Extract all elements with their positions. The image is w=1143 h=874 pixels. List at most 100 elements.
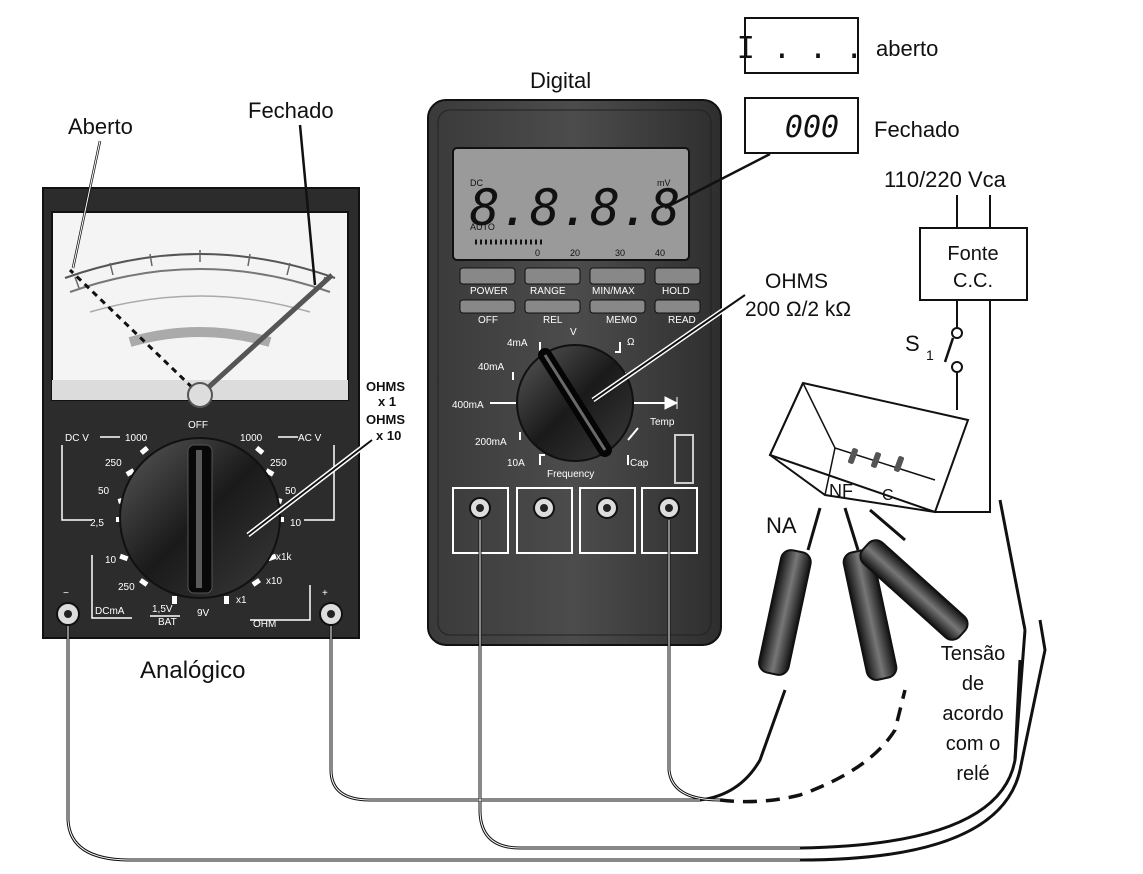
- digital-lcd: [452, 147, 690, 261]
- analog-scale-window: [51, 211, 349, 401]
- button-off[interactable]: [459, 299, 516, 314]
- fonte-cc-box: [919, 227, 1028, 301]
- button-minmax[interactable]: [589, 267, 646, 285]
- range-temp: Temp: [650, 417, 675, 428]
- label-supply-voltage: 110/220 Vca: [884, 167, 1007, 192]
- dial-15v: 1,5V: [152, 604, 173, 615]
- range-ohm: Ω: [627, 337, 635, 348]
- label-na: NA: [766, 513, 797, 538]
- display-open-box: I . . .: [737, 17, 863, 74]
- range-40ma: 40mA: [478, 362, 504, 373]
- ohms-analog-callout-line: [247, 439, 373, 536]
- lcd-scale-40: 40: [655, 248, 665, 258]
- range-200ma: 200mA: [475, 437, 507, 448]
- label-ohms-digital: OHMS: [765, 270, 828, 293]
- label-nf: NF: [829, 481, 853, 501]
- dial-x10: x10: [266, 576, 283, 587]
- lcd-unit: mV: [657, 178, 671, 188]
- switch-s1[interactable]: [943, 327, 963, 373]
- dial-range-brackets: [61, 436, 335, 621]
- fonte-line-1: Fonte: [947, 243, 998, 265]
- display-closed-reading: 000: [785, 110, 839, 145]
- button-off-label: OFF: [478, 315, 498, 326]
- probe-c[interactable]: [856, 508, 971, 644]
- lcd-callout-line: [664, 152, 771, 210]
- lcd-auto: AUTO: [470, 222, 495, 232]
- relay-pins: [848, 448, 904, 472]
- dial-250-left: 250: [105, 458, 122, 469]
- dial-250-right: 250: [270, 458, 287, 469]
- needle-closed: [198, 273, 334, 397]
- dial-bat: BAT: [158, 617, 177, 628]
- dashed-wire-nf: [719, 689, 907, 804]
- button-hold[interactable]: [654, 267, 701, 285]
- relay: [768, 381, 970, 514]
- dial-x1: x1: [236, 595, 247, 606]
- button-read[interactable]: [654, 299, 701, 314]
- dial-ma250: 250: [118, 582, 135, 593]
- lcd-scale-20: 20: [570, 248, 580, 258]
- digital-jack-frames: [452, 487, 698, 554]
- label-ohms-analog-4: x 10: [376, 428, 401, 443]
- display-closed-box: 000: [744, 97, 859, 154]
- button-range-label: RANGE: [530, 286, 566, 297]
- lcd-scale-30: 30: [615, 248, 625, 258]
- label-tensao-1: Tensão: [941, 643, 1006, 665]
- label-tensao-4: com o: [946, 733, 1000, 755]
- analog-minus-sign: −: [63, 588, 69, 599]
- dial-1000-right: 1000: [240, 433, 263, 444]
- dial-ohm: OHM: [253, 619, 276, 630]
- callout-fechado-line: [298, 124, 317, 286]
- button-rel[interactable]: [524, 299, 581, 314]
- probe-nf[interactable]: [842, 507, 898, 682]
- button-hold-label: HOLD: [662, 286, 690, 297]
- dial-off: OFF: [188, 420, 208, 431]
- dial-50-left: 50: [98, 486, 110, 497]
- label-fechado: Fechado: [248, 98, 334, 123]
- label-s1: S: [905, 331, 920, 356]
- display-open-reading: I . . .: [737, 31, 863, 66]
- dial-9v: 9V: [197, 608, 210, 619]
- fonte-line-2: C.C.: [953, 270, 993, 292]
- label-tensao-3: acordo: [942, 703, 1003, 725]
- lcd-dc: DC: [470, 178, 483, 188]
- analog-plus-sign: +: [322, 588, 328, 599]
- dial-50-right: 50: [285, 486, 297, 497]
- lcd-scale-0: 0: [535, 248, 540, 258]
- button-read-label: READ: [668, 315, 696, 326]
- label-s1-subscript: 1: [926, 347, 934, 363]
- dial-ma10: 10: [105, 555, 117, 566]
- label-ohms-analog-2: x 1: [378, 394, 396, 409]
- button-memo[interactable]: [589, 299, 646, 314]
- dial-acv: AC V: [298, 433, 322, 444]
- range-4ma: 4mA: [507, 338, 528, 349]
- probe-na[interactable]: [757, 507, 822, 677]
- label-analogico: Analógico: [140, 657, 245, 684]
- dial-x1k: x1k: [276, 552, 293, 563]
- label-ohms-analog-1: OHMS: [366, 379, 405, 394]
- dial-10-right: 10: [290, 518, 302, 529]
- digital-jacks[interactable]: [469, 497, 680, 519]
- dial-1000-left: 1000: [125, 433, 148, 444]
- label-aberto-top: aberto: [876, 36, 938, 61]
- label-aberto: Aberto: [68, 114, 133, 139]
- diode-icon: [664, 396, 679, 410]
- button-rel-label: REL: [543, 315, 563, 326]
- label-ohms-analog-3: OHMS: [366, 412, 405, 427]
- label-tensao-5: relé: [956, 763, 989, 785]
- ohms-digital-callout-line: [592, 294, 746, 401]
- range-cap: Cap: [630, 458, 649, 469]
- dial-dcv: DC V: [65, 433, 89, 444]
- label-tensao-2: de: [962, 673, 984, 695]
- button-range[interactable]: [524, 267, 581, 285]
- label-c: C: [882, 487, 894, 504]
- supply-wires: [935, 195, 991, 513]
- button-power[interactable]: [459, 267, 516, 285]
- button-minmax-label: MIN/MAX: [592, 286, 635, 297]
- digital-side-slot: [674, 434, 694, 484]
- button-memo-label: MEMO: [606, 315, 637, 326]
- label-fechado-top: Fechado: [874, 117, 960, 142]
- dial-25: 2,5: [90, 518, 104, 529]
- range-v: V: [570, 327, 577, 338]
